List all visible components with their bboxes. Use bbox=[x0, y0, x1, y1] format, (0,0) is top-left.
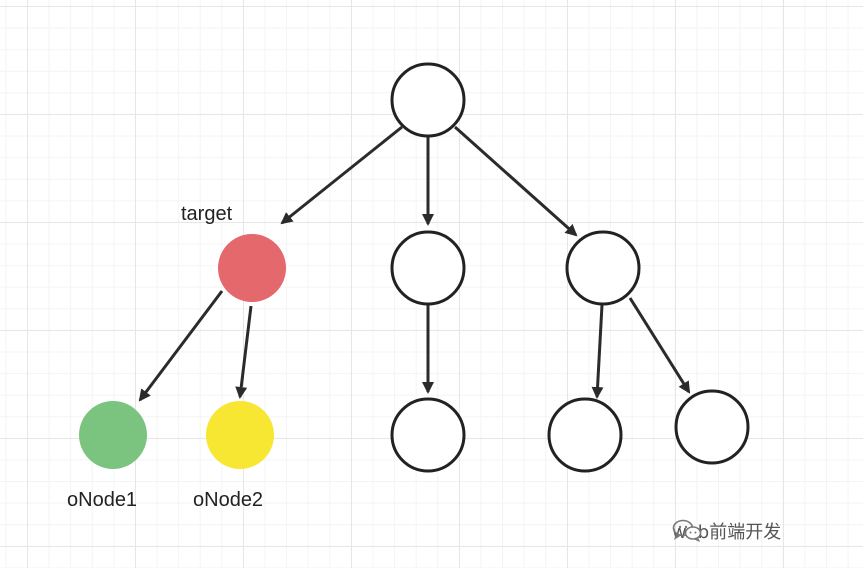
right-child-right-node bbox=[674, 389, 750, 465]
edge-root-right bbox=[454, 125, 578, 237]
middle-node bbox=[390, 230, 466, 306]
target-label: target bbox=[181, 203, 233, 225]
edge-right-bottomright bbox=[628, 297, 691, 394]
watermark-text: web前端开发 bbox=[672, 522, 782, 543]
middle-child-node bbox=[390, 397, 466, 473]
edge-target-onode1 bbox=[138, 290, 224, 402]
onode1-node bbox=[79, 401, 147, 469]
watermark: web前端开发 bbox=[672, 518, 781, 544]
edge-root-target bbox=[280, 125, 403, 225]
edge-right-bottomleft bbox=[591, 304, 604, 399]
onode2-node bbox=[206, 401, 274, 469]
edge-target-onode2 bbox=[235, 305, 253, 399]
right-node bbox=[565, 230, 641, 306]
right-child-left-node bbox=[547, 397, 623, 473]
root-node bbox=[390, 62, 466, 138]
onode1-label: oNode1 bbox=[67, 489, 137, 511]
wechat-icon bbox=[672, 519, 702, 542]
onode2-label: oNode2 bbox=[193, 489, 263, 511]
target-node bbox=[218, 234, 286, 302]
